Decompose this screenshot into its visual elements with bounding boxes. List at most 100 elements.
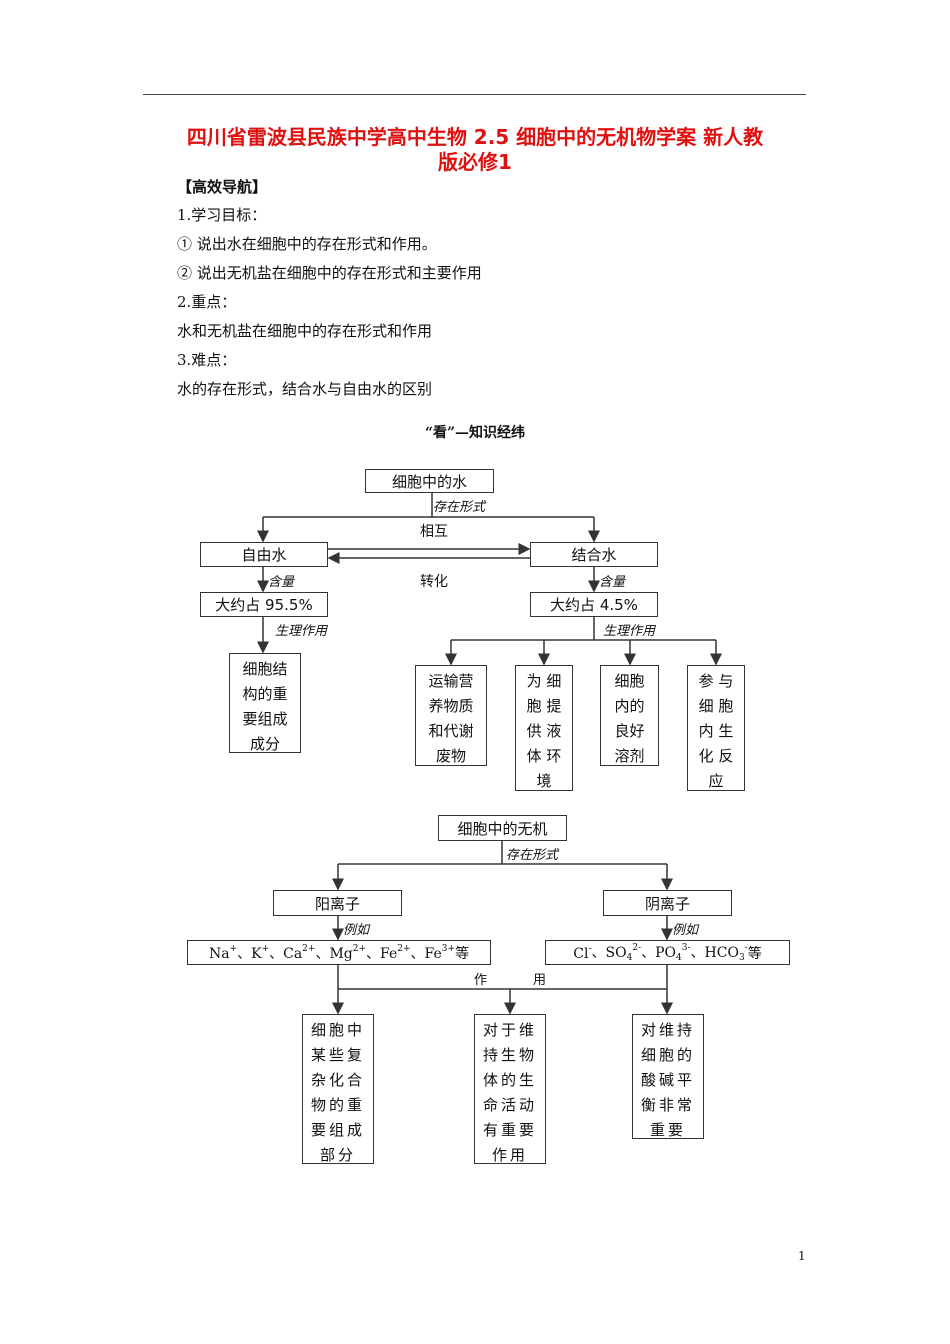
box-text-line: 细胞结 — [242, 660, 288, 678]
bound-water-function-box: 细胞内的良好溶剂 — [600, 665, 659, 766]
anion-examples-box: Cl-、SO42-、PO43-、HCO3-等 — [545, 940, 790, 965]
salt-root-box: 细胞中的无机 — [438, 815, 567, 841]
function-label: 生理作用 — [603, 624, 656, 639]
ion-symbol: 等 — [455, 945, 470, 962]
salt-function-box: 细胞中某些复杂化合物的重要组成部分 — [302, 1014, 374, 1164]
ion-symbol: 、Mg — [315, 945, 353, 962]
box-text-line: 体 环 — [526, 747, 562, 765]
ion-item: 、Ca2+ — [269, 943, 315, 963]
document-title-line-2: 版必修1 — [438, 150, 512, 174]
salt-function-box: 对维持细胞的酸碱平衡非常重要 — [632, 1014, 704, 1139]
box-text-line: 要组成 — [242, 710, 288, 728]
salt-function-box: 对于维持生物体的生命活动有重要作用 — [474, 1014, 546, 1164]
ion-symbol: 等 — [747, 945, 762, 962]
function-label: 生理作用 — [275, 624, 328, 639]
function-label-part: 作 — [474, 973, 488, 988]
free-water-box: 自由水 — [200, 542, 328, 567]
ion-charge: + — [229, 943, 238, 954]
example-label: 例如 — [672, 923, 699, 938]
exist-form-label: 存在形式 — [433, 500, 486, 515]
ion-item: 、Mg2+ — [315, 943, 366, 963]
box-text-line: 细胞的 — [640, 1046, 695, 1064]
bound-water-content-box: 大约占 4.5% — [530, 592, 658, 617]
box-text-line: 成分 — [249, 735, 280, 753]
ion-item: Cl- — [573, 944, 591, 962]
box-text-line: 有重要 — [482, 1121, 537, 1139]
ion-charge: 2+ — [302, 943, 316, 954]
box-text-line: 溶剂 — [614, 747, 645, 765]
ion-item: 、SO42- — [592, 942, 642, 963]
box-text-line: 作用 — [491, 1146, 528, 1164]
box-text-line: 部分 — [319, 1146, 356, 1164]
bound-water-box: 结合水 — [530, 542, 658, 567]
box-text-line: 物的重 — [310, 1096, 365, 1114]
header-rule — [143, 94, 806, 95]
bound-water-function-box: 参 与细 胞内 生化 反应 — [687, 665, 745, 791]
example-label: 例如 — [343, 923, 370, 938]
box-text-line: 对于维 — [482, 1021, 537, 1039]
box-text-line: 参 与 — [698, 672, 734, 690]
ion-subscript: 3 — [738, 953, 745, 963]
box-text-line: 体的生 — [482, 1071, 537, 1089]
ion-charge: 3+ — [441, 943, 456, 954]
body-line: 1.学习目标： — [177, 206, 267, 224]
cation-box: 阳离子 — [273, 890, 402, 916]
ion-symbol: 、PO — [641, 945, 677, 961]
conversion-label: 转化 — [420, 574, 448, 590]
bound-water-function-box: 运输营养物质和代谢废物 — [415, 665, 487, 766]
box-text-line: 为 细 — [526, 672, 562, 690]
ion-subscript: 4 — [676, 953, 682, 963]
section-heading: “看”—知识经纬 — [424, 425, 526, 441]
box-text-line: 应 — [708, 772, 724, 790]
ion-charge: - — [744, 943, 748, 953]
ion-item: 等 — [748, 943, 762, 963]
ion-symbol: 、Fe — [366, 945, 398, 962]
box-text-line: 养物质 — [428, 697, 474, 715]
box-text-line: 和代谢 — [428, 722, 474, 740]
ion-charge: 2+ — [352, 943, 367, 954]
ion-charge: 2+ — [397, 943, 411, 954]
box-text-line: 细胞中 — [310, 1021, 365, 1039]
body-line: ① 说出水在细胞中的存在形式和作用。 — [177, 235, 437, 253]
box-text-line: 命活动 — [482, 1096, 537, 1114]
exist-form-label: 存在形式 — [506, 848, 559, 863]
mutual-label: 相互 — [420, 524, 448, 540]
ion-item: 、Fe2+ — [366, 943, 411, 963]
ion-charge: + — [261, 943, 270, 954]
body-line: 水的存在形式，结合水与自由水的区别 — [177, 380, 433, 398]
content-label: 含量 — [268, 575, 295, 590]
box-text-line: 要组成 — [310, 1121, 365, 1139]
page-number: 1 — [798, 1249, 806, 1263]
body-line: ② 说出无机盐在细胞中的存在形式和主要作用 — [177, 264, 482, 282]
body-line: 3.难点： — [177, 351, 237, 369]
ion-symbol: Cl — [573, 945, 589, 962]
box-text-line: 供 液 — [526, 722, 562, 740]
body-line: 水和无机盐在细胞中的存在形式和作用 — [177, 322, 433, 340]
box-text-line: 内的 — [614, 697, 645, 715]
content-label: 含量 — [599, 575, 626, 590]
box-text-line: 构的重 — [242, 685, 288, 703]
ion-charge: 3- — [681, 943, 691, 953]
box-text-line: 重要 — [649, 1121, 686, 1139]
box-text-line: 废物 — [435, 747, 466, 765]
box-text-line: 内 生 — [698, 722, 734, 740]
ion-item: 、HCO3- — [691, 942, 748, 963]
box-text-line: 对维持 — [640, 1021, 695, 1039]
cation-examples-box: Na+、K+、Ca2+、Mg2+、Fe2+、Fe3+等 — [187, 940, 491, 965]
box-text-line: 杂化合 — [310, 1071, 365, 1089]
ion-symbol: Na — [208, 945, 230, 962]
box-text-line: 酸碱平 — [640, 1071, 695, 1089]
ion-item: 、PO43- — [641, 942, 690, 963]
function-label-part: 用 — [533, 973, 547, 988]
ion-item: 、Fe3+ — [411, 943, 456, 963]
ion-item: 、K+ — [237, 943, 269, 963]
box-text-line: 细 胞 — [698, 697, 734, 715]
box-text-line: 化 反 — [698, 747, 734, 765]
ion-item: 等 — [455, 943, 469, 963]
ion-charge: 2- — [632, 943, 642, 953]
free-water-function-box: 细胞结构的重要组成成分 — [229, 653, 301, 753]
document-title-line-1: 四川省雷波县民族中学高中生物 2.5 细胞中的无机物学案 新人教 — [186, 125, 764, 149]
ion-symbol: 、SO — [591, 945, 627, 961]
water-root-box: 细胞中的水 — [365, 469, 494, 493]
